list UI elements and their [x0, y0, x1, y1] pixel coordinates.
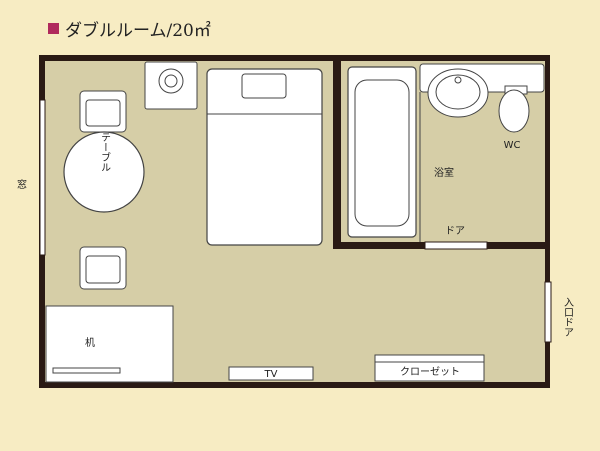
bathtub [347, 66, 417, 238]
door-label: ドア [445, 226, 465, 237]
wc-label: WC [504, 140, 521, 151]
armchair-bottom [79, 246, 127, 290]
round-table: テーブル [63, 131, 145, 213]
bathroom-wall-left [333, 61, 341, 249]
title-marker [48, 23, 59, 34]
table-label: テーブル [99, 132, 111, 172]
bathroom-door [424, 241, 488, 250]
desk-label: 机 [85, 336, 95, 349]
closet [374, 354, 485, 382]
window [39, 99, 46, 256]
tv-label: TV [264, 369, 278, 380]
sink-counter [419, 63, 545, 118]
tv [228, 366, 314, 381]
title-text: ダブルルーム/20㎡ [65, 21, 211, 41]
bath-label: 浴室 [434, 166, 454, 179]
closet-label: クローゼット [400, 366, 460, 378]
desk [45, 305, 174, 383]
window-label: 窓 [17, 178, 27, 191]
double-bed [206, 68, 323, 246]
toilet [498, 85, 530, 133]
page-title: ダブルルーム/20㎡ [48, 16, 211, 41]
armchair-top [79, 90, 127, 133]
nightstand [144, 61, 198, 110]
entrance-label: 入口ドア [562, 297, 574, 337]
entrance-door [544, 281, 552, 343]
